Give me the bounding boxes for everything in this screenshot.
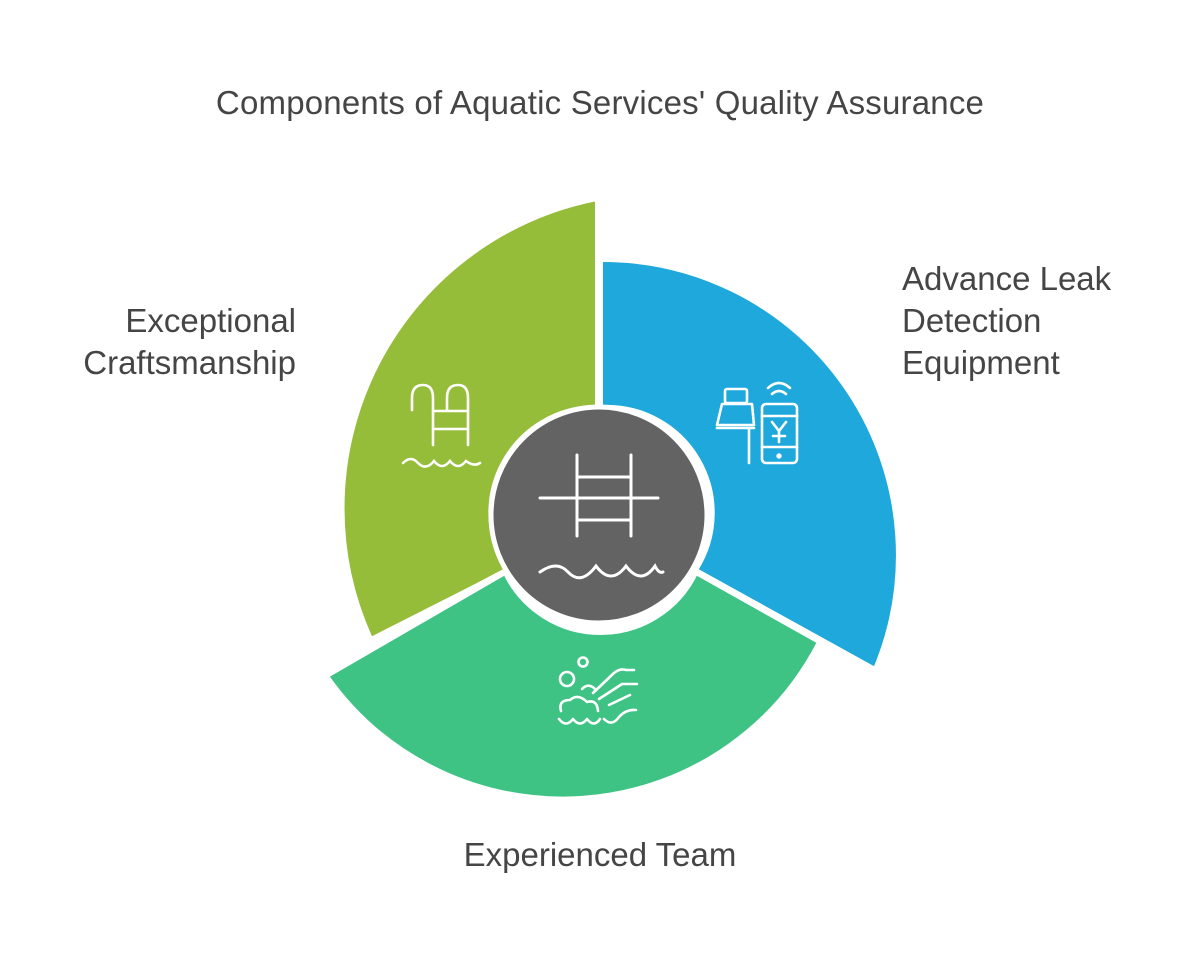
segment-team [325,571,821,801]
leak-detector-phone-icon [715,381,799,465]
label-craftsmanship: Exceptional Craftsmanship [83,302,296,381]
ladder-water-icon [538,453,665,580]
label-leak-detection: Advance Leak Detection Equipment [902,260,1112,381]
pool-ladder-icon [401,383,482,468]
label-team: Experienced Team [463,836,737,873]
center-hub [488,404,710,626]
hand-in-water-icon [557,656,639,725]
diagram-title: Components of Aquatic Services' Quality … [215,84,985,121]
segment-leak-detection [599,257,900,671]
